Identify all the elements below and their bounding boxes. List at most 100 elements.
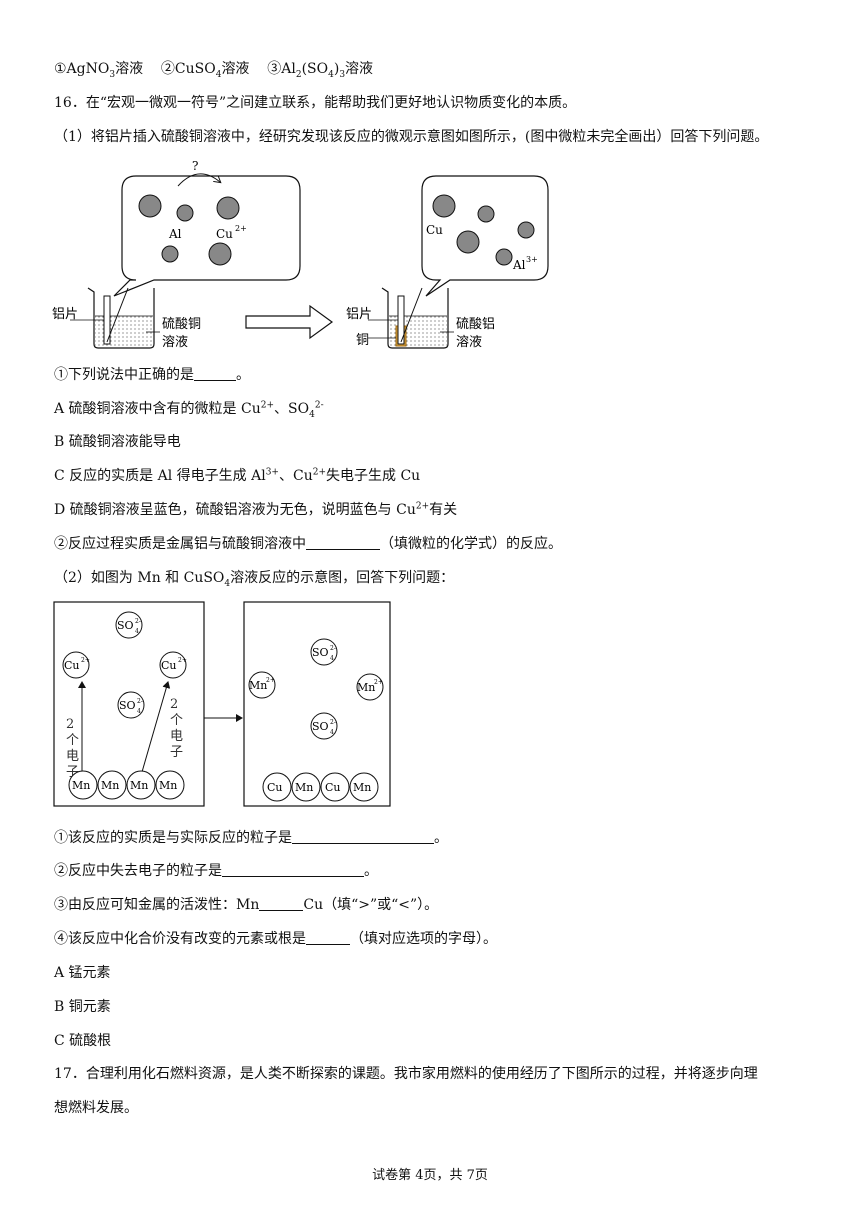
svg-text:3+: 3+	[526, 255, 538, 264]
svg-text:2+: 2+	[81, 657, 90, 664]
svg-text:Mn: Mn	[72, 779, 90, 792]
reaction-arrow	[245, 304, 334, 340]
sub-question-4: ④该反应中化合价没有改变的元素或根是（填对应选项的字母）。	[54, 930, 497, 947]
answer-blank[interactable]	[222, 862, 364, 877]
electron-arrow	[141, 681, 171, 773]
left-bubble: Al Cu 2+ ?	[113, 159, 301, 297]
svg-text:2-: 2-	[135, 618, 141, 625]
sub-question-1: ①该反应的实质是与实际反应的粒子是。	[54, 829, 448, 846]
svg-text:溶液: 溶液	[456, 335, 482, 350]
svg-text:2-: 2-	[330, 719, 336, 726]
svg-text:Cu: Cu	[325, 781, 341, 794]
svg-text:4: 4	[330, 729, 334, 736]
option-b: B 硫酸铜溶液能导电	[54, 434, 181, 450]
svg-text:2: 2	[66, 717, 74, 732]
svg-text:Mn: Mn	[357, 681, 375, 694]
particle	[495, 248, 513, 266]
page-footer: 试卷第 4页，共 7页	[372, 1168, 488, 1183]
option-b-cu: B 铜元素	[54, 999, 111, 1015]
left-beaker: 铝片 硫酸铜 溶液	[52, 287, 201, 350]
ion-mn: Mn2+	[356, 673, 384, 701]
svg-text:SO: SO	[312, 646, 329, 659]
mn-atom: Mn	[97, 770, 127, 800]
svg-text:Mn: Mn	[353, 781, 371, 794]
answer-blank[interactable]	[292, 829, 434, 844]
svg-text:2+: 2+	[374, 679, 383, 686]
question-17-line1: 17．合理利用化石燃料资源，是人类不断探索的课题。我市家用燃料的使用经历了下图所…	[54, 1066, 758, 1082]
label-copper: 铜	[356, 333, 369, 348]
particle	[432, 194, 456, 218]
svg-text:SO: SO	[117, 619, 134, 632]
item-agno3: ①AgNO	[54, 61, 110, 77]
electron-label: 2 个 电 子	[170, 697, 183, 760]
mn-atom: Mn	[349, 772, 379, 802]
svg-text:个: 个	[66, 733, 79, 748]
particle	[517, 221, 535, 239]
svg-text:4: 4	[137, 708, 141, 715]
cu-atom: Cu	[320, 772, 350, 802]
label-al-plate: 铝片	[346, 307, 372, 322]
svg-text:子: 子	[170, 745, 183, 760]
svg-text:SO: SO	[119, 699, 136, 712]
svg-text:2+: 2+	[178, 657, 187, 664]
question-16-2-prompt: ②反应过程实质是金属铝与硫酸铜溶液中（填微粒的化学式）的反应。	[54, 535, 562, 552]
particle	[208, 242, 232, 266]
item-al2so43: ③Al	[267, 61, 296, 77]
mn-atom: Mn	[155, 770, 185, 800]
particle	[161, 245, 179, 263]
label-cuso4-solution: 硫酸铜	[162, 317, 201, 332]
answer-blank[interactable]	[306, 535, 380, 550]
svg-text:Mn: Mn	[159, 779, 177, 792]
question-16-stem: 16．在“宏观一微观一符号”之间建立联系，能帮助我们更好地认识物质变化的本质。	[54, 95, 577, 111]
svg-text:Mn: Mn	[101, 779, 119, 792]
svg-text:电: 电	[66, 749, 79, 764]
svg-text:SO: SO	[312, 720, 329, 733]
svg-text:2+: 2+	[235, 224, 247, 233]
ion-mn: Mn2+	[248, 671, 276, 699]
option-c-sulfate: C 硫酸根	[54, 1033, 112, 1049]
item-cuso4: ②CuSO	[160, 61, 216, 77]
svg-text:2-: 2-	[137, 698, 143, 705]
electron-label: 2 个 电 子	[66, 717, 79, 780]
answer-blank[interactable]	[306, 930, 350, 945]
option-c: C 反应的实质是 Al 得电子生成 Al3+、Cu2+失电子生成 Cu	[54, 467, 421, 484]
label-al-plate: 铝片	[52, 307, 78, 322]
svg-text:个: 个	[170, 713, 183, 728]
svg-text:Cu: Cu	[267, 781, 283, 794]
svg-text:2: 2	[170, 697, 178, 712]
svg-text:4: 4	[135, 628, 139, 635]
answer-blank[interactable]	[194, 366, 236, 381]
svg-text:2+: 2+	[266, 677, 275, 684]
mn-atom: Mn	[68, 770, 98, 800]
particle	[138, 194, 162, 218]
transfer-arrow	[177, 173, 220, 187]
svg-text:Mn: Mn	[130, 779, 148, 792]
svg-text:溶液: 溶液	[162, 335, 188, 350]
svg-text:Mn: Mn	[249, 679, 267, 692]
cu-atom: Cu	[262, 772, 292, 802]
label-cu: Cu	[216, 227, 233, 241]
question-mark: ?	[192, 159, 198, 173]
svg-text:Cu: Cu	[64, 659, 80, 672]
svg-text:Mn: Mn	[295, 781, 313, 794]
mn-atom: Mn	[291, 772, 321, 802]
sub-question-2: ②反应中失去电子的粒子是。	[54, 862, 378, 879]
particle	[456, 230, 480, 254]
label-cu: Cu	[426, 223, 443, 237]
mn-atom: Mn	[126, 770, 156, 800]
particle	[477, 205, 495, 223]
figure-al-cuso4: Al Cu 2+ ? 铝片 硫酸铜 溶液	[52, 159, 549, 350]
svg-text:Cu: Cu	[161, 659, 177, 672]
right-bubble: Cu Al 3+	[421, 175, 549, 297]
svg-text:4: 4	[330, 655, 334, 662]
particle	[176, 204, 194, 222]
answer-blank[interactable]	[259, 896, 304, 911]
label-al: Al	[512, 258, 526, 272]
